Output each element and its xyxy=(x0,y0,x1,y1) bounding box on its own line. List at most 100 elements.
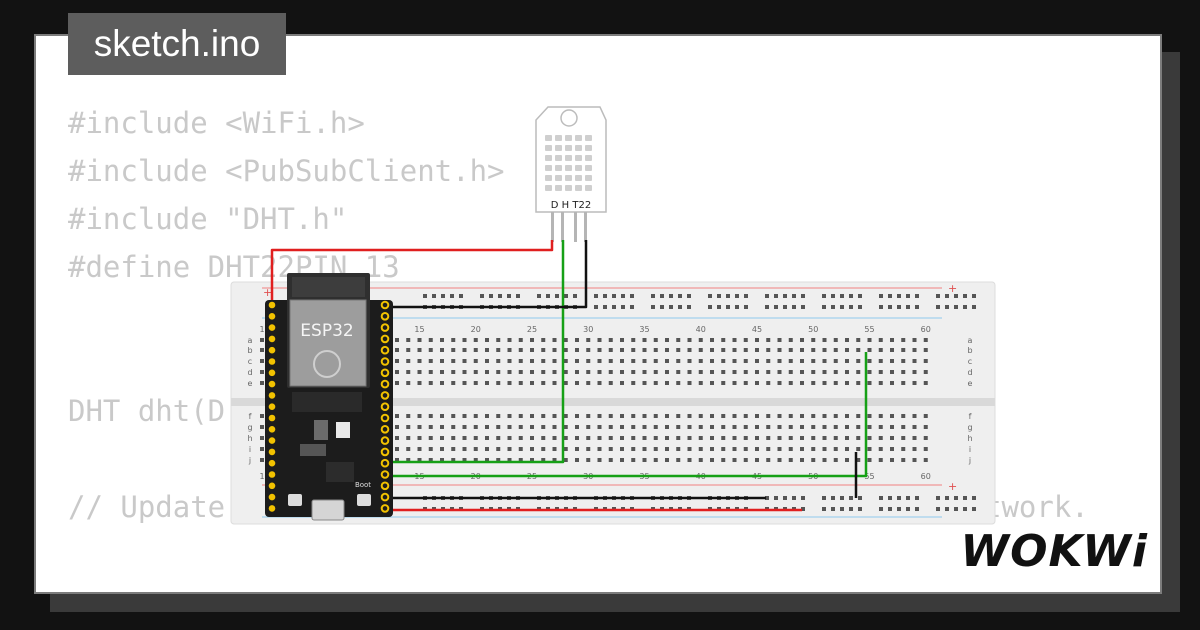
rail-hole[interactable] xyxy=(858,294,862,298)
rail-hole[interactable] xyxy=(936,305,940,309)
hole[interactable] xyxy=(608,348,613,352)
rail-hole[interactable] xyxy=(945,496,949,500)
hole[interactable] xyxy=(485,447,489,451)
hole[interactable] xyxy=(800,447,804,451)
hole[interactable] xyxy=(395,414,399,418)
rail-hole[interactable] xyxy=(822,305,826,309)
rail-hole[interactable] xyxy=(801,294,805,298)
hole[interactable] xyxy=(755,458,759,462)
hole[interactable] xyxy=(912,348,917,352)
rail-hole[interactable] xyxy=(945,305,949,309)
hole[interactable] xyxy=(755,370,759,374)
hole[interactable] xyxy=(822,370,827,374)
hole[interactable] xyxy=(687,436,692,440)
hole[interactable] xyxy=(563,414,568,418)
hole[interactable] xyxy=(923,414,928,418)
hole[interactable] xyxy=(428,425,433,429)
hole[interactable] xyxy=(406,381,411,385)
hole[interactable] xyxy=(451,348,456,352)
rail-hole[interactable] xyxy=(537,294,541,298)
rail-hole[interactable] xyxy=(765,496,769,500)
hole[interactable] xyxy=(698,338,703,342)
hole[interactable] xyxy=(890,414,894,418)
hole[interactable] xyxy=(687,359,692,363)
pin-right[interactable] xyxy=(380,402,390,412)
hole[interactable] xyxy=(597,436,602,440)
rail-hole[interactable] xyxy=(564,294,568,298)
hole[interactable] xyxy=(428,436,433,440)
hole[interactable] xyxy=(732,348,737,352)
rail-hole[interactable] xyxy=(423,294,427,298)
hole[interactable] xyxy=(395,381,399,385)
hole[interactable] xyxy=(856,338,861,342)
rail-hole[interactable] xyxy=(801,507,805,511)
hole[interactable] xyxy=(653,425,658,429)
hole[interactable] xyxy=(406,425,411,429)
rail-hole[interactable] xyxy=(936,294,940,298)
hole[interactable] xyxy=(912,338,917,342)
hole[interactable] xyxy=(462,359,467,363)
hole[interactable] xyxy=(586,436,591,440)
hole[interactable] xyxy=(923,370,928,374)
hole[interactable] xyxy=(698,436,703,440)
hole[interactable] xyxy=(428,359,433,363)
hole[interactable] xyxy=(451,338,456,342)
hole[interactable] xyxy=(665,458,669,462)
hole[interactable] xyxy=(845,436,849,440)
esp32-board[interactable]: ESP32 Boot xyxy=(265,273,393,521)
hole[interactable] xyxy=(653,338,658,342)
pin-left[interactable] xyxy=(268,301,276,309)
hole[interactable] xyxy=(732,381,737,385)
hole[interactable] xyxy=(890,425,894,429)
rail-hole[interactable] xyxy=(783,496,787,500)
rail-hole[interactable] xyxy=(822,294,826,298)
rail-hole[interactable] xyxy=(621,294,625,298)
rail-hole[interactable] xyxy=(441,294,445,298)
hole[interactable] xyxy=(440,447,444,451)
hole[interactable] xyxy=(822,436,827,440)
hole[interactable] xyxy=(890,381,894,385)
rail-hole[interactable] xyxy=(801,305,805,309)
hole[interactable] xyxy=(575,348,579,352)
rail-hole[interactable] xyxy=(573,294,577,298)
hole[interactable] xyxy=(788,414,793,418)
rail-hole[interactable] xyxy=(546,294,550,298)
rail-hole[interactable] xyxy=(906,294,910,298)
hole[interactable] xyxy=(541,370,546,374)
hole[interactable] xyxy=(608,338,613,342)
hole[interactable] xyxy=(417,425,422,429)
rail-hole[interactable] xyxy=(555,294,559,298)
hole[interactable] xyxy=(800,425,804,429)
hole[interactable] xyxy=(676,370,681,374)
hole[interactable] xyxy=(912,381,917,385)
pin-left[interactable] xyxy=(268,437,276,444)
hole[interactable] xyxy=(912,425,917,429)
hole[interactable] xyxy=(417,381,422,385)
hole[interactable] xyxy=(473,458,478,462)
hole[interactable] xyxy=(518,370,523,374)
pin-right[interactable] xyxy=(380,413,390,423)
rail-hole[interactable] xyxy=(888,294,892,298)
hole[interactable] xyxy=(867,338,872,342)
hole[interactable] xyxy=(485,436,489,440)
hole[interactable] xyxy=(811,425,816,429)
hole[interactable] xyxy=(665,425,669,429)
hole[interactable] xyxy=(721,414,726,418)
pin-left[interactable] xyxy=(268,335,276,343)
hole[interactable] xyxy=(721,381,726,385)
hole[interactable] xyxy=(395,338,399,342)
hole[interactable] xyxy=(620,414,624,418)
hole[interactable] xyxy=(642,447,647,451)
hole[interactable] xyxy=(788,458,793,462)
hole[interactable] xyxy=(901,425,906,429)
rail-hole[interactable] xyxy=(849,294,853,298)
hole[interactable] xyxy=(856,436,861,440)
hole[interactable] xyxy=(811,359,816,363)
hole[interactable] xyxy=(878,348,883,352)
hole[interactable] xyxy=(732,436,737,440)
hole[interactable] xyxy=(800,348,804,352)
hole[interactable] xyxy=(530,359,534,363)
hole[interactable] xyxy=(440,458,444,462)
hole[interactable] xyxy=(608,381,613,385)
hole[interactable] xyxy=(541,381,546,385)
